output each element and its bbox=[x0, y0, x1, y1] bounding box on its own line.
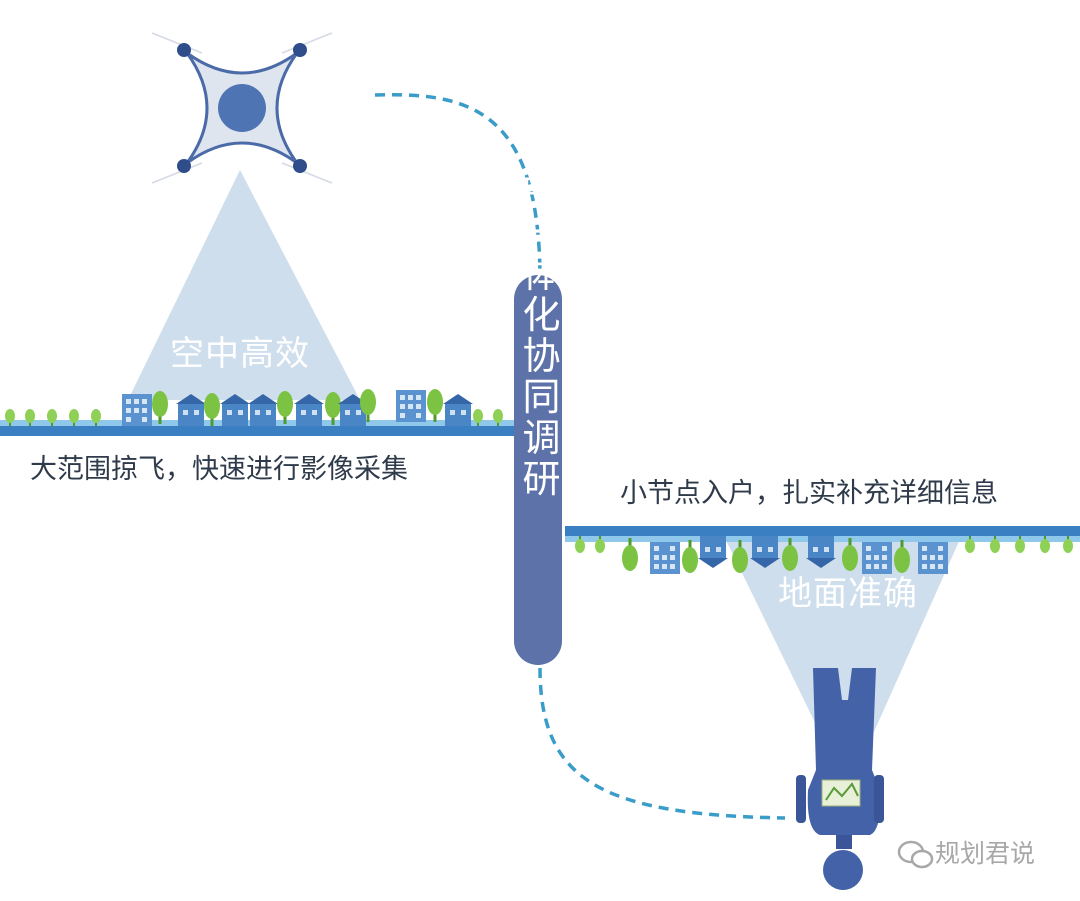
center-pill bbox=[514, 275, 562, 665]
drone-icon bbox=[151, 32, 333, 184]
air-scan-cone bbox=[128, 170, 360, 400]
air-caption: 大范围掠飞，快速进行影像采集 bbox=[30, 454, 408, 485]
center-label: 地空一体化协同调研 bbox=[516, 131, 560, 500]
ground-skyline bbox=[565, 526, 1080, 574]
dashed-connector bbox=[374, 92, 786, 820]
air-label: 空中高效 bbox=[170, 334, 310, 374]
ground-label: 地面准确 bbox=[778, 574, 918, 614]
wechat-icon bbox=[897, 840, 934, 869]
ground-caption: 小节点入户，扎实补充详细信息 bbox=[620, 478, 998, 509]
person-icon bbox=[796, 668, 884, 890]
watermark: 规划君说 bbox=[935, 839, 1035, 868]
air-skyline bbox=[0, 389, 515, 436]
ground-scan-cone bbox=[720, 528, 965, 790]
